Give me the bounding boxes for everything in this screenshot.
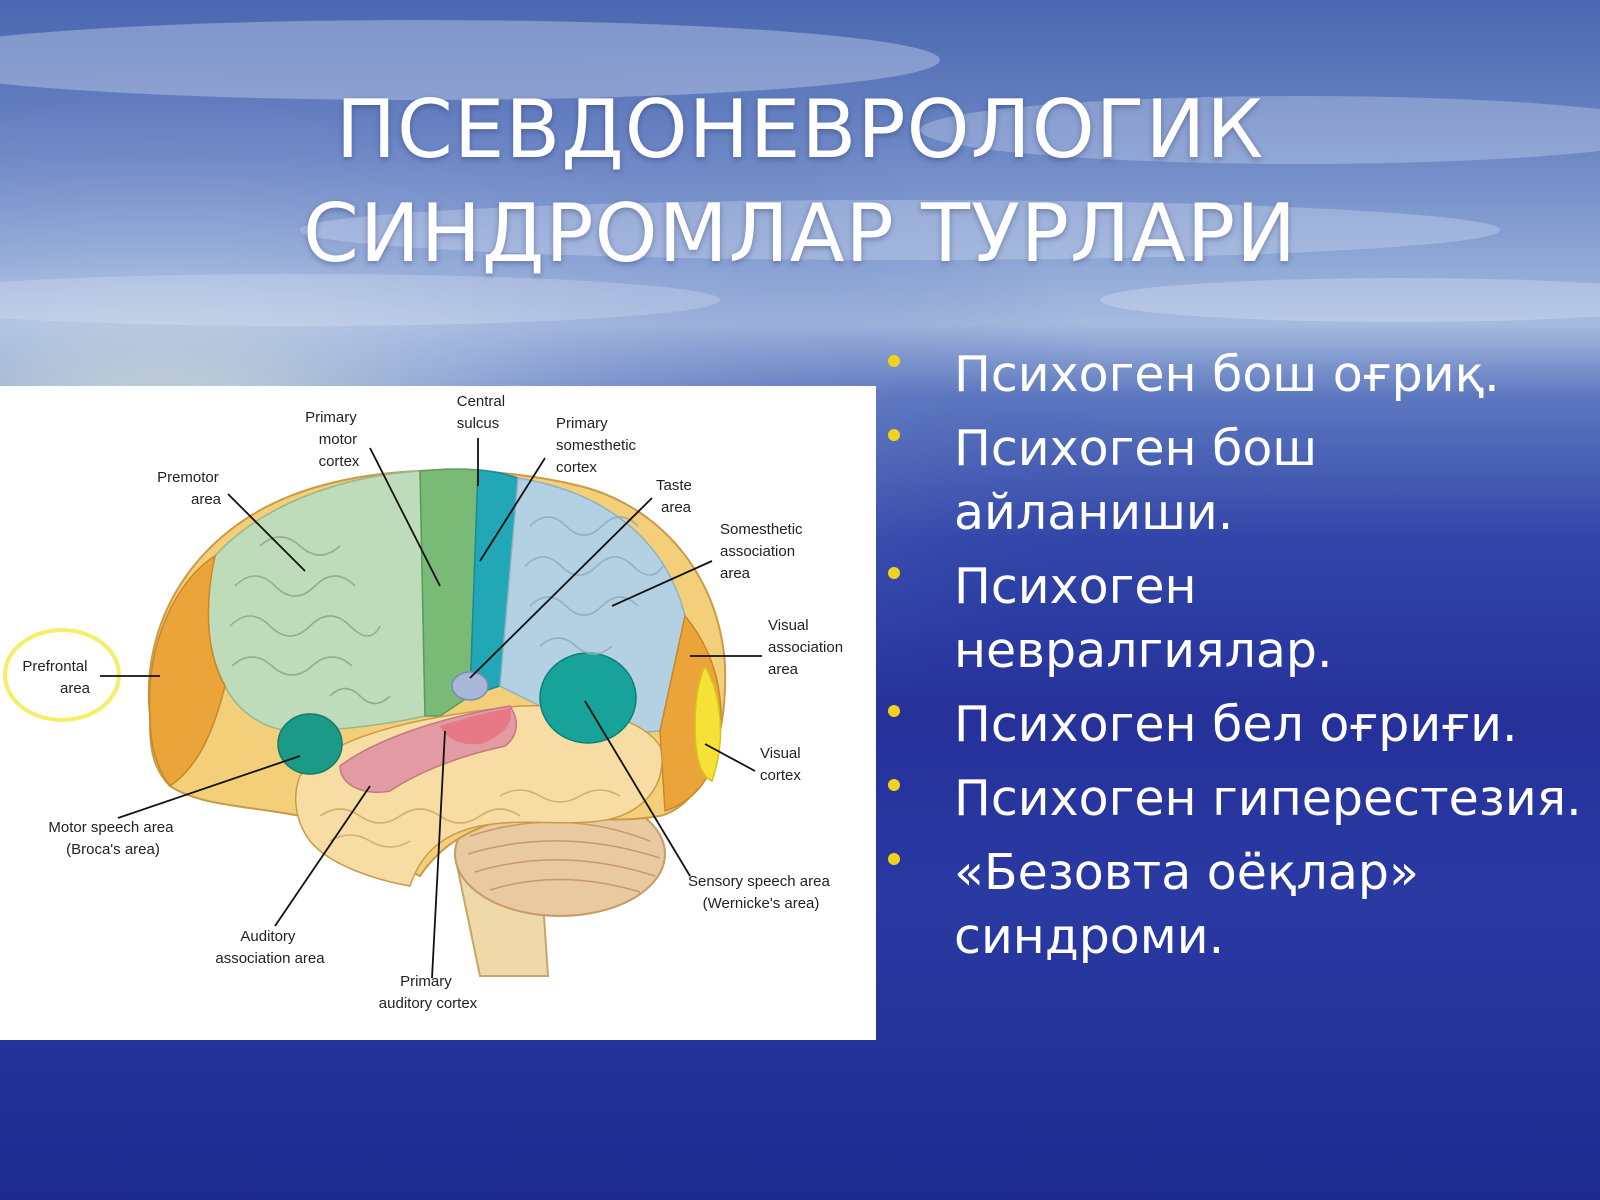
- broca-area-region: [277, 713, 343, 775]
- slide-title-line1: ПСЕВДОНЕВРОЛОГИК: [335, 83, 1265, 176]
- label-somesthetic-association: Somesthetic association area: [720, 521, 807, 582]
- bullet-text: «Безовта оёқлар» синдроми.: [954, 844, 1419, 965]
- label-visual-cortex: Visual cortex: [760, 745, 805, 784]
- label-primary-somesthetic: Primary somesthetic cortex: [556, 415, 640, 476]
- label-auditory-association: Auditory association area: [215, 928, 325, 967]
- taste-area-region: [451, 671, 489, 701]
- label-motor-speech: Motor speech area (Broca's area): [48, 819, 177, 858]
- bullet-text: Психоген бош оғриқ.: [954, 346, 1500, 403]
- leader-lines: [100, 438, 762, 979]
- visual-cortex-region: [694, 664, 722, 782]
- primary-auditory-region: [440, 708, 511, 745]
- bullet-dot-icon: [888, 429, 900, 441]
- bullet-dot-icon: [888, 567, 900, 579]
- prefrontal-highlight-ring: [3, 628, 121, 722]
- label-taste: Taste area: [656, 477, 696, 516]
- bullet-item: Психоген бел оғриғи.: [888, 693, 1588, 757]
- brain-illustration: Prefrontal area Premotor area Primary mo…: [3, 393, 847, 1012]
- bullet-dot-icon: [888, 705, 900, 717]
- slide-title-line2: СИНДРОМЛАР ТУРЛАРИ: [303, 187, 1297, 280]
- bullet-text: Психоген невралгиялар.: [954, 558, 1333, 679]
- bullet-dot-icon: [888, 779, 900, 791]
- bullet-text: Психоген гиперестезия.: [954, 770, 1582, 827]
- bullet-dot-icon: [888, 853, 900, 865]
- bullet-text: Психоген бел оғриғи.: [954, 696, 1518, 753]
- label-prefrontal: Prefrontal area: [22, 658, 91, 697]
- bullet-item: Психоген бош оғриқ.: [888, 343, 1588, 407]
- bullet-item: «Безовта оёқлар» синдроми.: [888, 841, 1588, 969]
- bullet-item: Психоген бош айланиши.: [888, 417, 1588, 545]
- primary-motor-region: [419, 468, 479, 717]
- bullet-item: Психоген гиперестезия.: [888, 767, 1588, 831]
- label-visual-association: Visual association area: [768, 617, 847, 678]
- bullet-list: Психоген бош оғриқ. Психоген бош айланиш…: [888, 343, 1588, 979]
- label-primary-motor: Primary motor cortex: [305, 409, 361, 470]
- prefrontal-region: [148, 554, 226, 788]
- label-sensory-speech: Sensory speech area (Wernicke's area): [688, 873, 834, 912]
- brain-diagram: Prefrontal area Premotor area Primary mo…: [0, 386, 876, 1040]
- bullet-dot-icon: [888, 355, 900, 367]
- bullet-item: Психоген невралгиялар.: [888, 555, 1588, 683]
- bullet-text: Психоген бош айланиши.: [954, 420, 1318, 541]
- label-premotor: Premotor area: [157, 469, 223, 508]
- wernicke-area-region: [539, 652, 637, 744]
- label-central-sulcus: Central sulcus: [457, 393, 510, 432]
- premotor-region: [205, 470, 426, 732]
- slide-title: ПСЕВДОНЕВРОЛОГИК СИНДРОМЛАР ТУРЛАРИ: [0, 78, 1600, 286]
- label-primary-auditory: Primary auditory cortex: [379, 973, 478, 1012]
